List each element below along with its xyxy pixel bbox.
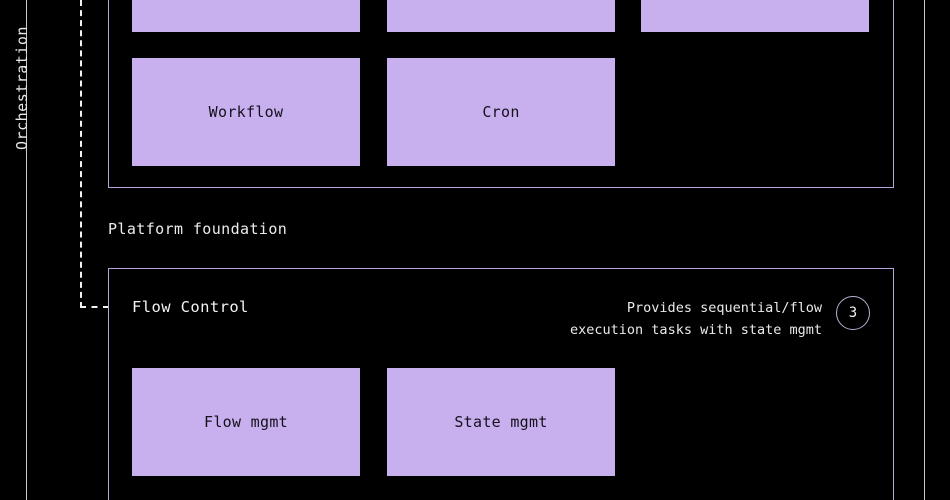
tile-flow-mgmt[interactable]: Flow mgmt (132, 368, 360, 476)
tile-orchestration-top-1[interactable] (132, 0, 360, 32)
group-title-flow-control: Flow Control (132, 298, 249, 316)
tile-orchestration-top-3[interactable] (641, 0, 869, 32)
left-gutter-rule (26, 0, 27, 500)
tile-orchestration-top-2[interactable] (387, 0, 615, 32)
tile-state-mgmt[interactable]: State mgmt (387, 368, 615, 476)
group-description-flow-control: Provides sequential/flow execution tasks… (570, 300, 822, 338)
connector-dashed-vertical (80, 0, 82, 308)
swimlane-label-orchestration: Orchestration (13, 26, 31, 150)
right-gutter-rule (924, 0, 925, 500)
connector-dashed-horizontal (80, 306, 109, 308)
status-badge-3: 3 (836, 296, 870, 330)
tile-workflow[interactable]: Workflow (132, 58, 360, 166)
tile-cron[interactable]: Cron (387, 58, 615, 166)
section-caption-platform-foundation: Platform foundation (108, 220, 288, 238)
